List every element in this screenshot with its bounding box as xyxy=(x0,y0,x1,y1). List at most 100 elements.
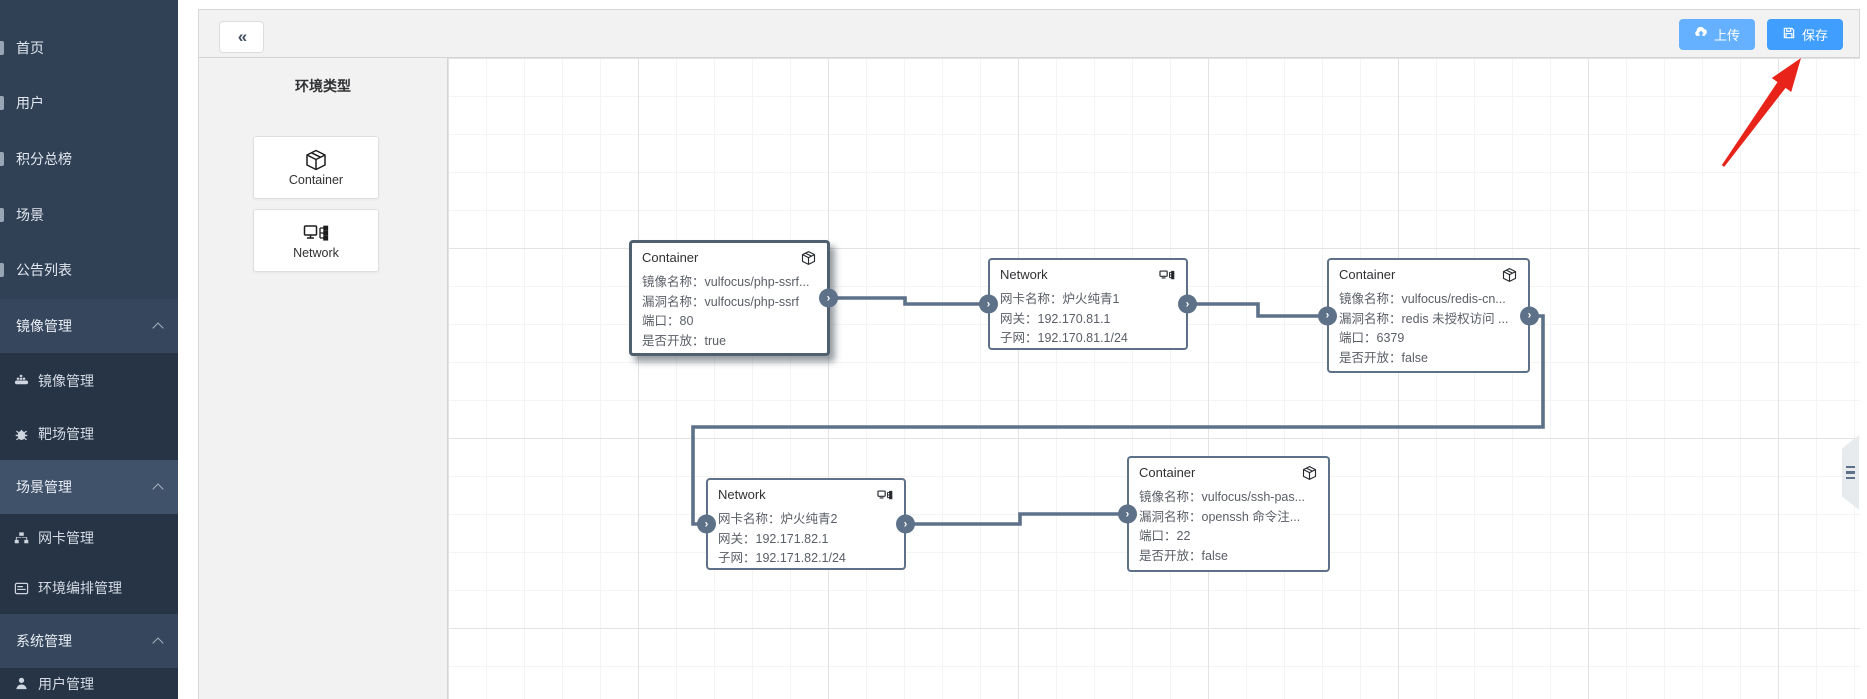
node-field: 子网：192.170.81.1/24 xyxy=(1000,331,1128,345)
sidebar-group-label: 系统管理 xyxy=(16,633,72,649)
sidebar-item-label: 公告列表 xyxy=(16,262,72,278)
input-port[interactable]: › xyxy=(1318,306,1337,325)
chevron-up-icon xyxy=(152,637,164,649)
node-field: 镜像名称：vulfocus/php-ssrf... xyxy=(642,275,810,289)
save-button-label: 保存 xyxy=(1801,28,1828,43)
node-field: 是否开放：false xyxy=(1139,548,1228,563)
sidebar-item-label: 用户管理 xyxy=(38,675,94,692)
menu-bars-icon xyxy=(1846,465,1855,469)
orchestration-icon xyxy=(14,581,29,596)
scene-icon xyxy=(0,208,4,222)
node-title: Container xyxy=(1339,267,1396,282)
node-field: 漏洞名称：openssh 命令注... xyxy=(1139,509,1301,524)
node-field: 漏洞名称：redis 未授权访问 ... xyxy=(1339,311,1509,326)
sidebar-item-home[interactable]: 首页 xyxy=(0,21,178,75)
node-field: 镜像名称：vulfocus/ssh-pas... xyxy=(1139,490,1306,504)
topology-canvas[interactable] xyxy=(448,58,1860,699)
sidebar-item-label: 积分总榜 xyxy=(16,151,72,167)
output-port[interactable]: › xyxy=(896,514,915,534)
double-chevron-left-icon: « xyxy=(237,27,248,46)
sidebar-group-label: 场景管理 xyxy=(16,479,72,495)
notice-icon xyxy=(0,263,4,277)
input-port[interactable]: › xyxy=(1118,504,1137,524)
collapse-sidebar-button[interactable]: « xyxy=(219,21,264,53)
node-container-ssh[interactable]: Container 镜像名称：vulfocus/ssh-pas... 漏洞名称：… xyxy=(1118,456,1330,572)
network-icon xyxy=(303,221,329,245)
output-port[interactable]: › xyxy=(1520,306,1539,325)
upload-button[interactable]: 上传 xyxy=(1678,19,1755,50)
cube-icon xyxy=(800,250,817,266)
palette-item-label: Network xyxy=(293,246,339,260)
node-field: 端口：22 xyxy=(1139,529,1191,543)
sidebar-item-label: 镜像管理 xyxy=(38,372,94,389)
docker-icon xyxy=(14,373,29,388)
sidebar-group-image-management[interactable]: 镜像管理 xyxy=(0,299,178,353)
sidebar-item-label: 网卡管理 xyxy=(38,530,94,546)
cube-icon xyxy=(303,148,329,172)
sidebar-item-user-management[interactable]: 用户管理 xyxy=(0,668,178,699)
sidebar-item-environment-orchestration[interactable]: 环境编排管理 xyxy=(0,562,178,614)
toolbar: « 上传 保存 xyxy=(199,10,1859,58)
sidebar-item-nic-management[interactable]: 网卡管理 xyxy=(0,514,178,562)
sidebar-item-label: 靶场管理 xyxy=(38,426,94,442)
node-field: 网关：192.170.81.1 xyxy=(1000,311,1111,326)
output-port[interactable]: › xyxy=(819,288,838,308)
panel-expand-handle[interactable] xyxy=(1842,435,1859,510)
node-field: 网关：192.171.82.1 xyxy=(718,531,829,546)
node-field: 是否开放：false xyxy=(1339,350,1428,365)
sidebar-item-range-management[interactable]: 靶场管理 xyxy=(0,408,178,460)
cloud-upload-icon xyxy=(1694,26,1708,43)
sidebar-item-label: 用户 xyxy=(16,95,44,111)
bug-icon xyxy=(14,427,29,442)
palette-item-network[interactable]: Network xyxy=(253,209,379,272)
node-container-redis[interactable]: Container 镜像名称：vulfocus/redis-cn... 漏洞名称… xyxy=(1318,258,1539,373)
sidebar-group-system-management[interactable]: 系统管理 xyxy=(0,614,178,668)
sidebar-group-label: 镜像管理 xyxy=(16,318,72,334)
node-network-2[interactable]: Network 网卡名称：炉火纯青2 网关：192.171.82.1 子网：19… xyxy=(697,478,915,570)
user-manage-icon xyxy=(14,676,29,691)
chevron-up-icon xyxy=(152,322,164,334)
network-icon xyxy=(877,487,894,503)
node-field: 网卡名称：炉火纯青1 xyxy=(1000,292,1120,306)
save-button[interactable]: 保存 xyxy=(1766,19,1843,50)
home-icon xyxy=(0,41,4,55)
node-field: 是否开放：true xyxy=(642,333,727,348)
upload-button-label: 上传 xyxy=(1713,28,1740,43)
cube-icon xyxy=(1301,465,1318,481)
node-field: 网卡名称：炉火纯青2 xyxy=(718,512,838,526)
node-field: 镜像名称：vulfocus/redis-cn... xyxy=(1339,292,1506,306)
node-network-1[interactable]: Network 网卡名称：炉火纯青1 网关：192.170.81.1 子网：19… xyxy=(979,258,1197,350)
sidebar-item-image-management[interactable]: 镜像管理 xyxy=(0,353,178,408)
sidebar-item-ranking[interactable]: 积分总榜 xyxy=(0,132,178,186)
node-container-php-ssrf[interactable]: Container 镜像名称：vulfocus/php-ssrf... 漏洞名称… xyxy=(629,240,838,356)
node-field: 子网：192.171.82.1/24 xyxy=(718,551,846,565)
sidebar-item-label: 首页 xyxy=(16,40,44,56)
node-field: 端口：6379 xyxy=(1339,331,1405,345)
ranking-icon xyxy=(0,152,4,166)
node-field: 漏洞名称：vulfocus/php-ssrf xyxy=(642,294,799,309)
sidebar-group-scene-management[interactable]: 场景管理 xyxy=(0,460,178,514)
palette-title: 环境类型 xyxy=(295,78,351,94)
chevron-up-icon xyxy=(152,483,164,495)
node-field: 端口：80 xyxy=(642,314,694,328)
sitemap-icon xyxy=(14,531,29,546)
input-port[interactable]: › xyxy=(697,514,716,534)
palette-item-container[interactable]: Container xyxy=(253,136,379,199)
node-title: Container xyxy=(642,250,699,265)
input-port[interactable]: › xyxy=(979,294,998,314)
node-palette: 环境类型 Container Network xyxy=(199,58,448,699)
sidebar-item-label: 场景 xyxy=(16,207,44,223)
editor-panel: « 上传 保存 环境类型 Container Network xyxy=(198,9,1860,699)
node-title: Network xyxy=(1000,267,1048,282)
cube-icon xyxy=(1501,267,1518,283)
network-icon xyxy=(1159,267,1176,283)
user-icon xyxy=(0,96,4,110)
sidebar-item-label: 环境编排管理 xyxy=(38,580,122,596)
sidebar-item-scene[interactable]: 场景 xyxy=(0,188,178,242)
sidebar-item-users[interactable]: 用户 xyxy=(0,76,178,130)
output-port[interactable]: › xyxy=(1178,294,1197,314)
node-title: Container xyxy=(1139,465,1196,480)
palette-item-label: Container xyxy=(288,173,344,187)
sidebar-item-notices[interactable]: 公告列表 xyxy=(0,243,178,297)
sidebar: 首页 用户 积分总榜 场景 公告列表 镜像管理 镜像管理 靶场管理 场景管理 网… xyxy=(0,0,178,699)
